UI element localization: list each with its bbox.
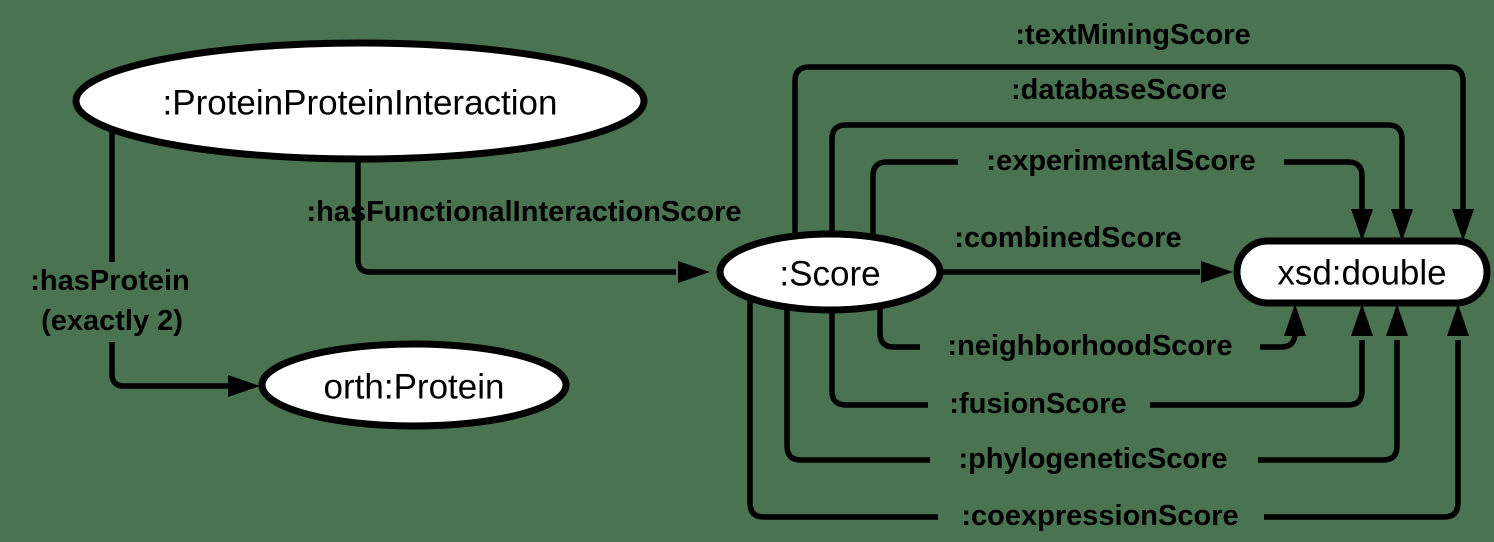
node-score-shape (716, 230, 944, 314)
edge-database-score (829, 122, 1413, 241)
node-protein-protein-interaction: :ProteinProteinInteraction (72, 39, 648, 163)
arrowhead-icon (1351, 209, 1373, 241)
node-orth-protein-label: orth:Protein (324, 368, 505, 407)
mask-has-protein (16, 264, 204, 338)
node-orth-protein-shape (258, 340, 570, 430)
edge-has-protein (109, 122, 260, 397)
mask-coexpression (938, 501, 1264, 532)
arrowhead-icon (1284, 304, 1306, 336)
edge-hfis-line (355, 152, 676, 275)
node-score: :Score (716, 230, 944, 314)
node-xsd-double: xsd:double (1233, 237, 1491, 307)
node-xsd-double-shape (1233, 237, 1491, 307)
edge-text-mining-score (792, 64, 1474, 241)
edge-textmining-line (792, 64, 1466, 238)
edge-label-neighborhood-score: :neighborhoodScore (947, 330, 1232, 362)
arrowhead-icon (228, 375, 260, 397)
edge-label-text-mining-score: :textMiningScore (1015, 19, 1250, 51)
edge-label-masks (16, 146, 1284, 532)
arrowhead-icon (1391, 209, 1413, 241)
arrowhead-icon (678, 261, 710, 283)
arrowhead-icon (1386, 304, 1408, 336)
mask-phylogenetic (930, 444, 1258, 475)
edge-has-functional-interaction-score (355, 152, 710, 283)
arrowhead-icon (1351, 304, 1373, 336)
edge-label-has-protein: :hasProtein (30, 265, 190, 297)
mask-experimental (958, 146, 1284, 177)
edge-labels: :hasProtein (exactly 2) :hasFunctionalIn… (30, 19, 1255, 532)
mask-neighborhood (920, 331, 1260, 362)
arrowhead-icon (1447, 304, 1469, 336)
edge-database-line (829, 122, 1405, 238)
node-orth-protein: orth:Protein (258, 340, 570, 430)
mask-fusion (928, 389, 1150, 420)
edge-label-has-protein-cardinality: (exactly 2) (41, 305, 183, 337)
node-protein-protein-interaction-shape (72, 39, 648, 163)
edge-label-experimental-score: :experimentalScore (986, 145, 1255, 177)
node-protein-protein-interaction-label: :ProteinProteinInteraction (163, 84, 558, 123)
edge-has-protein-line-lower (109, 342, 228, 389)
edge-label-database-score: :databaseScore (1011, 74, 1227, 106)
nodes: :ProteinProteinInteraction orth:Protein … (72, 39, 1491, 430)
arrowhead-icon (1452, 209, 1474, 241)
edge-combined-score (940, 261, 1233, 283)
arrowhead-icon (1201, 261, 1233, 283)
edge-label-phylogenetic-score: :phylogeneticScore (958, 443, 1227, 475)
edge-label-fusion-score: :fusionScore (949, 388, 1126, 420)
node-score-label: :Score (779, 255, 880, 294)
edge-label-coexpression-score: :coexpressionScore (961, 500, 1238, 532)
edge-label-has-functional-interaction-score: :hasFunctionalInteractionScore (306, 196, 741, 228)
node-xsd-double-label: xsd:double (1277, 254, 1446, 293)
edge-label-combined-score: :combinedScore (954, 222, 1181, 254)
